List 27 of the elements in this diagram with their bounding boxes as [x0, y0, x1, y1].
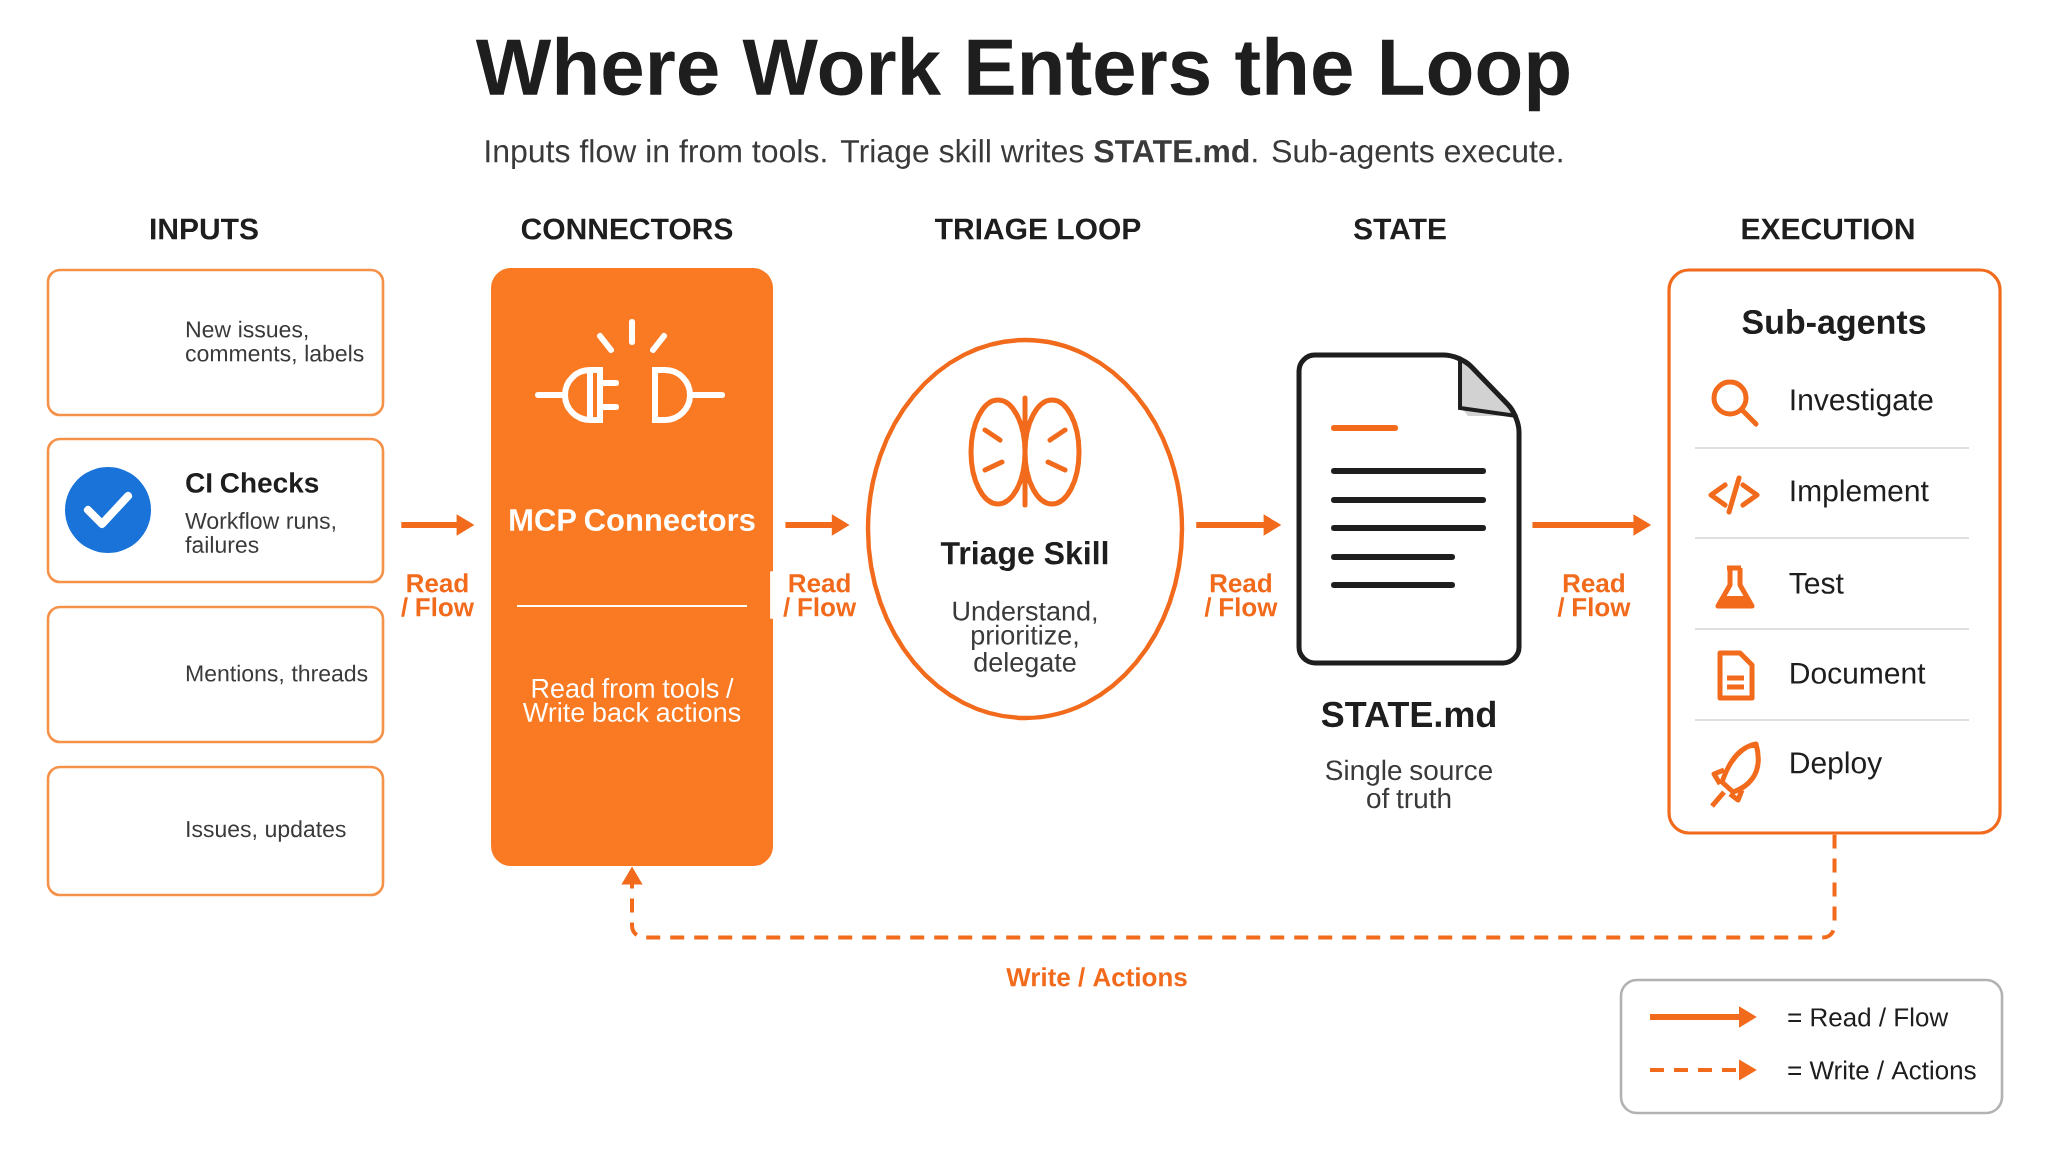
connector-panel: MCP Connectors Read from tools / Write back actions	[491, 268, 773, 866]
edge-label: Write / Actions	[1002, 963, 1192, 991]
agent-item: Deploy	[1791, 751, 1883, 780]
column-header: INPUTS	[151, 218, 258, 240]
agent-item: Investigate	[1791, 388, 1933, 417]
agent-item: Test	[1789, 572, 1844, 594]
legend-text: = Read / Flow	[1788, 1007, 1949, 1027]
agent-item: Implement	[1791, 479, 1929, 508]
edge-label: Read / Flow	[1191, 571, 1291, 619]
subtitle: Inputs flow in from tools. Triage skill writes STATE.md. Sub-agents execute.	[486, 139, 1562, 169]
input-card: CI Checks Workflow runs, failures	[46, 437, 385, 584]
arrow	[621, 834, 1837, 940]
legend-text: = Write / Actions	[1788, 1060, 1976, 1080]
input-card: Mentions, threads	[46, 605, 385, 744]
column-header: TRIAGE LOOP	[935, 218, 1141, 240]
file-description: Single source of truth	[1326, 759, 1492, 809]
column-header: EXECUTION	[1742, 218, 1914, 240]
agent-item: Document	[1791, 662, 1926, 684]
column-header: STATE	[1353, 218, 1446, 240]
file-name: STATE.md	[1321, 700, 1495, 728]
input-card: Issues, updates	[46, 765, 385, 897]
column-header: CONNECTORS	[521, 218, 733, 240]
edge-label: Read / Flow	[770, 571, 870, 619]
edge-label: Read / Flow	[387, 571, 487, 619]
edge-label: Read / Flow	[1544, 571, 1644, 619]
input-card: New issues, comments, labels	[46, 268, 385, 417]
title: Where Work Enters the Loop	[475, 36, 1569, 112]
